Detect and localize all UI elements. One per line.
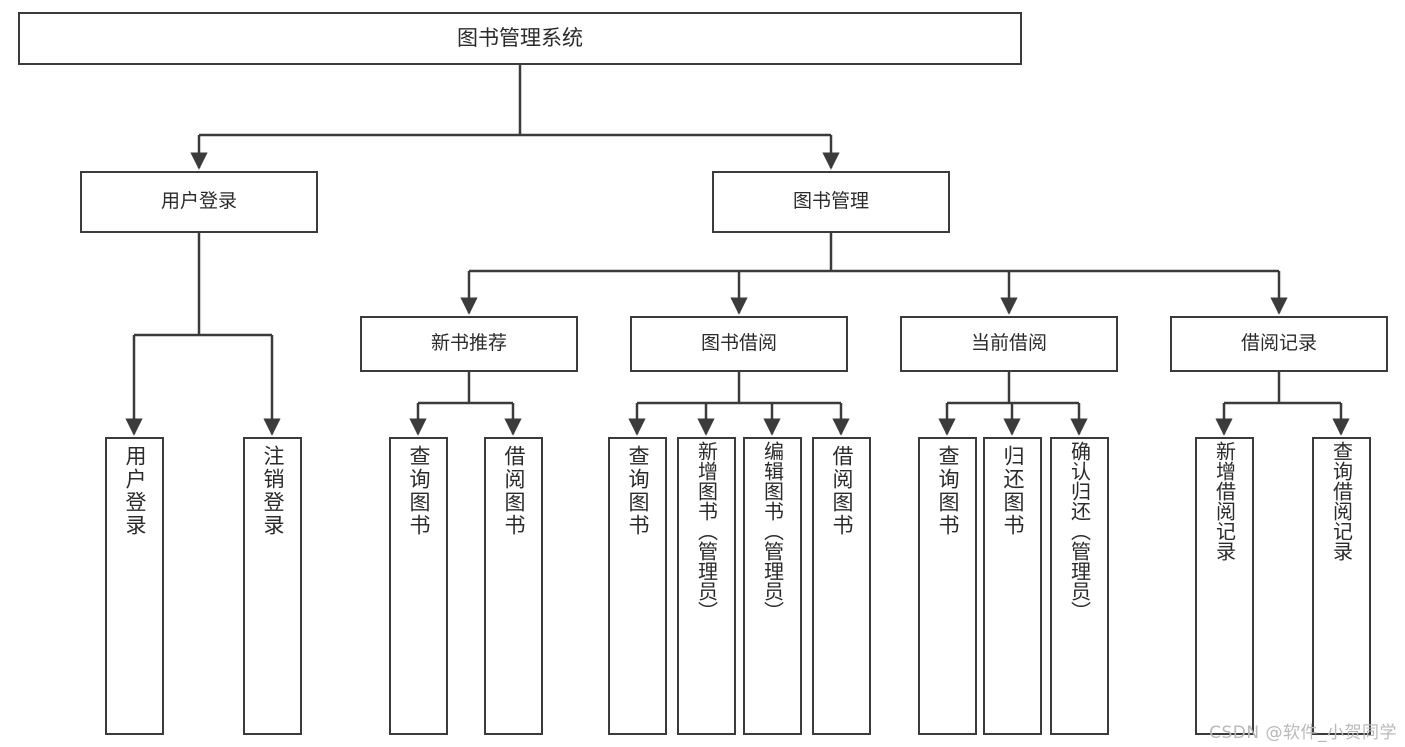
node-leaf-query-book-2[interactable]: 查询图书	[608, 437, 667, 735]
node-leaf-user-login[interactable]: 用户登录	[105, 437, 164, 735]
node-leaf-add-book-label: 新增图书（管理员）	[694, 441, 719, 621]
node-borrow-record-label: 借阅记录	[1240, 332, 1317, 355]
node-new-book-recommend-label: 新书推荐	[430, 332, 507, 355]
node-leaf-borrow-book-2[interactable]: 借阅图书	[812, 437, 871, 735]
node-leaf-user-login-label: 用户登录	[123, 445, 147, 537]
node-leaf-add-record-label: 新增借阅记录	[1212, 441, 1237, 561]
node-new-book-recommend[interactable]: 新书推荐	[360, 316, 578, 372]
node-root[interactable]: 图书管理系统	[18, 12, 1022, 65]
node-leaf-return-book[interactable]: 归还图书	[983, 437, 1042, 735]
node-leaf-borrow-book-1-label: 借阅图书	[502, 445, 526, 537]
node-leaf-user-logout[interactable]: 注销登录	[243, 437, 302, 735]
node-book-manage[interactable]: 图书管理	[712, 171, 950, 233]
node-leaf-add-record[interactable]: 新增借阅记录	[1195, 437, 1254, 735]
node-leaf-return-book-label: 归还图书	[1001, 445, 1025, 537]
node-leaf-query-book-1[interactable]: 查询图书	[389, 437, 448, 735]
node-current-borrow-label: 当前借阅	[970, 332, 1047, 355]
node-leaf-query-record[interactable]: 查询借阅记录	[1312, 437, 1371, 735]
node-leaf-user-logout-label: 注销登录	[261, 445, 285, 537]
node-leaf-query-book-3[interactable]: 查询图书	[918, 437, 977, 735]
node-leaf-query-book-2-label: 查询图书	[626, 445, 650, 537]
node-leaf-confirm-return-label: 确认归还（管理员）	[1067, 441, 1092, 621]
node-user-login-label: 用户登录	[160, 190, 237, 213]
node-leaf-query-book-1-label: 查询图书	[407, 445, 431, 537]
node-borrow-record[interactable]: 借阅记录	[1170, 316, 1388, 372]
node-book-borrow-label: 图书借阅	[700, 332, 777, 355]
node-leaf-query-record-label: 查询借阅记录	[1329, 441, 1354, 561]
node-leaf-confirm-return[interactable]: 确认归还（管理员）	[1050, 437, 1109, 735]
node-leaf-edit-book-label: 编辑图书（管理员）	[760, 441, 785, 621]
node-leaf-edit-book[interactable]: 编辑图书（管理员）	[743, 437, 802, 735]
node-user-login[interactable]: 用户登录	[80, 171, 318, 233]
node-current-borrow[interactable]: 当前借阅	[900, 316, 1118, 372]
node-leaf-add-book[interactable]: 新增图书（管理员）	[677, 437, 736, 735]
node-leaf-query-book-3-label: 查询图书	[936, 445, 960, 537]
node-book-borrow[interactable]: 图书借阅	[630, 316, 848, 372]
node-leaf-borrow-book-2-label: 借阅图书	[830, 445, 854, 537]
node-leaf-borrow-book-1[interactable]: 借阅图书	[484, 437, 543, 735]
node-root-label: 图书管理系统	[457, 26, 583, 51]
node-book-manage-label: 图书管理	[792, 190, 869, 213]
